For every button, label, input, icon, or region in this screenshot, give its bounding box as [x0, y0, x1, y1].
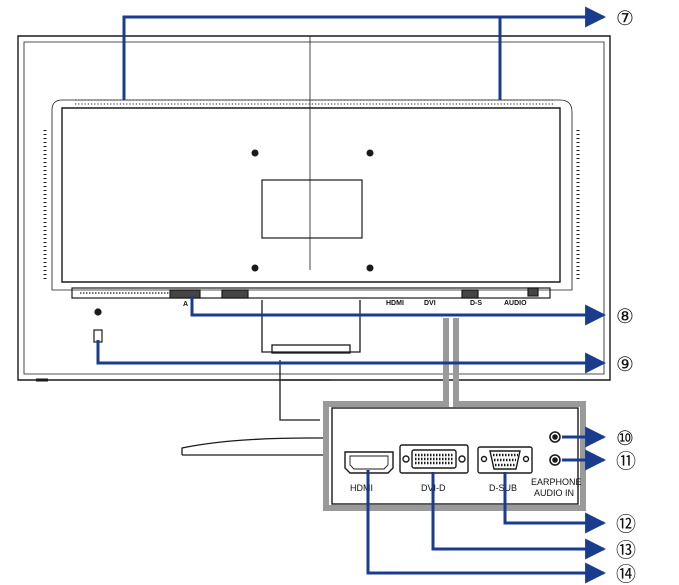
- side-vent-slots: [43, 130, 580, 280]
- callout-14: ⑭: [616, 562, 636, 585]
- rear-label-dvi: DVI: [424, 300, 436, 307]
- callout-9: ⑨: [616, 352, 634, 376]
- rear-label-hdmi: HDMI: [386, 300, 404, 307]
- rear-cover: [51, 99, 573, 291]
- hdmi-port: [344, 451, 394, 474]
- d-sub-port: [477, 446, 533, 474]
- arrow-13: [431, 472, 607, 560]
- arrow-8: [190, 296, 607, 326]
- rear-label-audio-top: A: [183, 301, 188, 308]
- arrow-14: [366, 470, 607, 584]
- port-detail-panel: [323, 318, 586, 511]
- earphone-jack: [549, 431, 561, 443]
- arrow-12: [503, 472, 607, 534]
- callout-10: ⑩: [616, 426, 634, 450]
- callout-12: ⑫: [616, 512, 636, 536]
- arrow-9: [96, 340, 607, 374]
- top-vent-slots: [75, 99, 555, 105]
- callout-7: ⑦: [616, 6, 634, 30]
- audio-in-jack: [549, 454, 561, 466]
- port-label-audio-in: AUDIO IN: [534, 488, 574, 498]
- rear-label-audio: AUDIO: [504, 300, 527, 307]
- monitor-body: [17, 35, 611, 381]
- port-label-hdmi: HDMI: [350, 483, 373, 493]
- port-label-earphone: EARPHONE: [531, 477, 582, 487]
- arrow-7: [122, 6, 607, 100]
- vesa-screws: [251, 149, 374, 272]
- port-label-dsub: D-SUB: [489, 483, 517, 493]
- rear-port-strip: [71, 287, 551, 299]
- callout-13: ⑬: [616, 538, 636, 562]
- rear-label-dsub: D-S: [470, 300, 482, 307]
- stand: [36, 300, 361, 456]
- callout-8: ⑧: [616, 304, 634, 328]
- callout-11: ⑪: [616, 449, 636, 473]
- dvi-d-port: [399, 444, 469, 474]
- kensington-lock: [93, 308, 103, 343]
